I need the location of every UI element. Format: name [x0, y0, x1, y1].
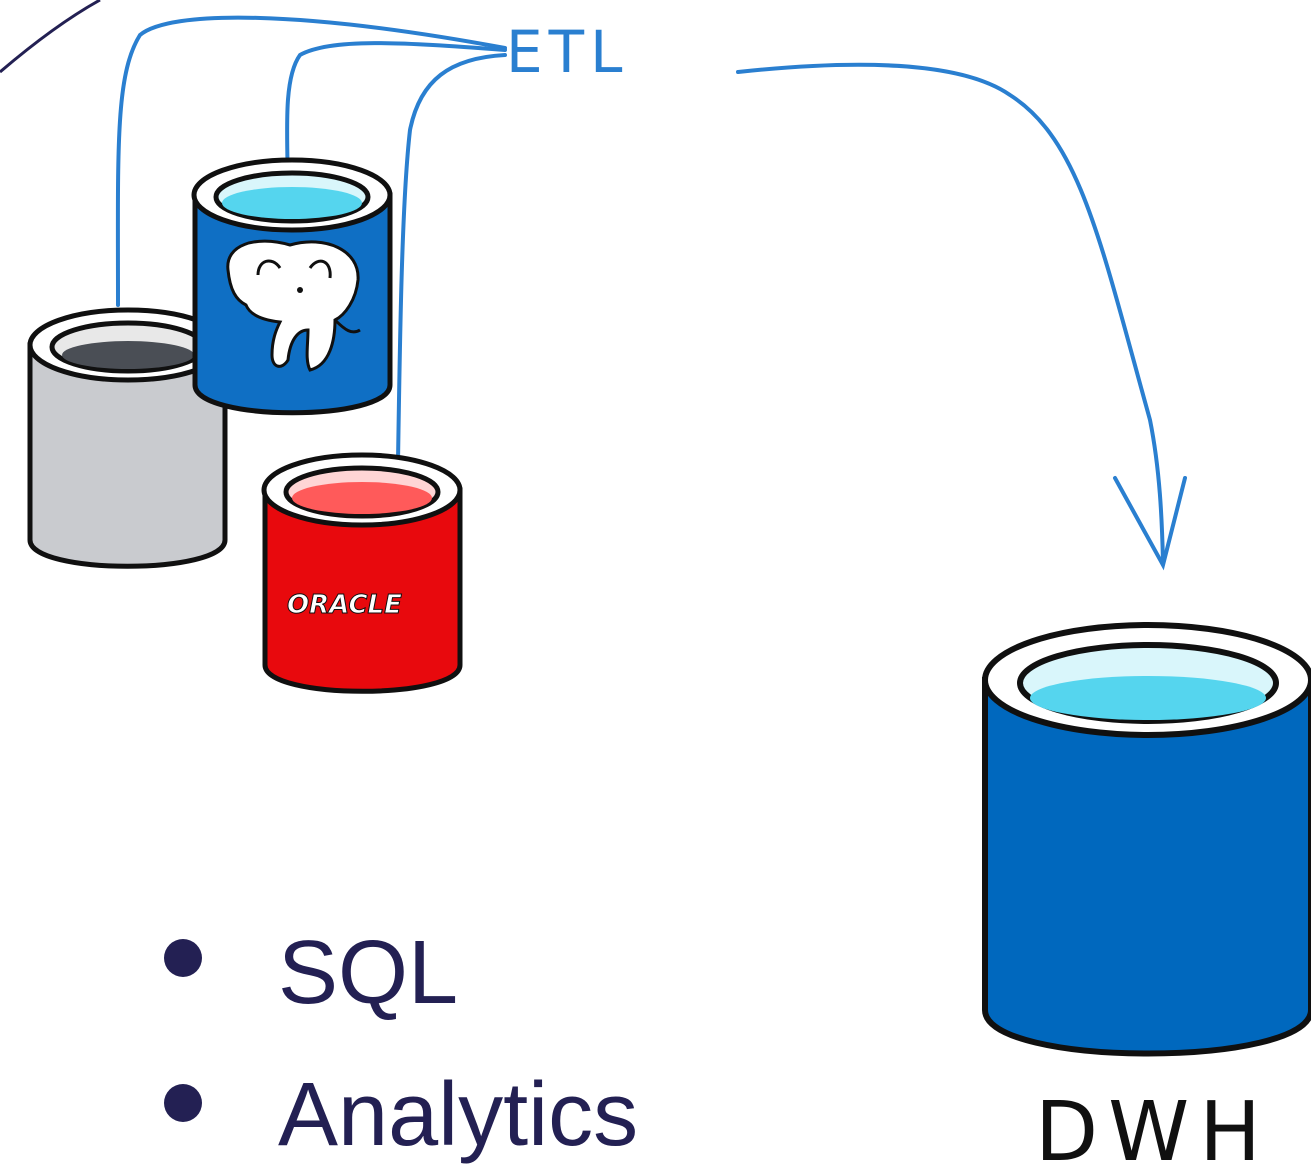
oracle-label: ORACLE — [287, 590, 402, 620]
flow-line-postgres-db — [285, 41, 507, 200]
etl-label: ETL — [506, 18, 628, 86]
flow-line-grey-db — [115, 15, 507, 307]
corner-arc — [0, 0, 101, 74]
dwh-cylinder — [982, 622, 1311, 1057]
bullet-item-sql: SQL — [278, 923, 458, 1023]
bullet-list: SQL Analytics — [164, 923, 638, 1165]
flow-line-etl-to-dwh — [736, 62, 1165, 564]
bullet-item-analytics: Analytics — [278, 1065, 638, 1165]
oracle-db-cylinder — [261, 452, 463, 694]
arrowhead-dwh — [1113, 476, 1187, 571]
bullet-dot — [164, 939, 202, 977]
dwh-label: DWH — [1035, 1085, 1271, 1173]
flow-line-oracle-db — [396, 53, 507, 464]
bullet-dot — [164, 1084, 202, 1122]
generic-db-cylinder — [27, 307, 229, 569]
etl-flow-lines — [115, 15, 1187, 571]
elephant-icon — [226, 239, 361, 372]
